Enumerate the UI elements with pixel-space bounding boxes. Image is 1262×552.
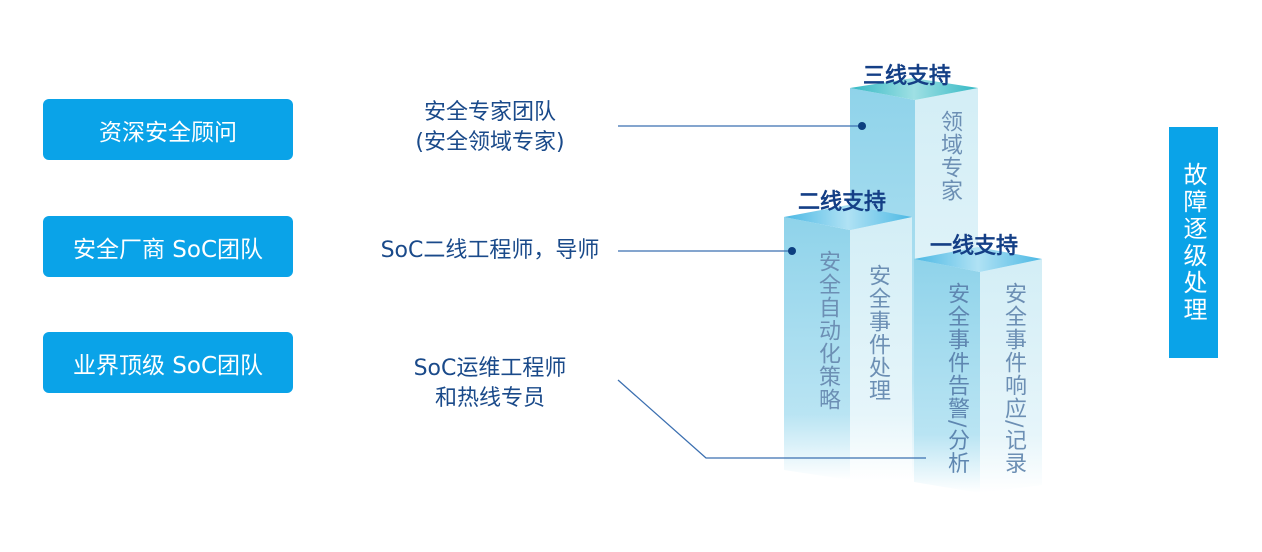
role-second-line: SoC二线工程师，导师: [360, 236, 620, 266]
tier-first-left: 安全事件告警/分析: [944, 282, 969, 475]
tier-second-right: 安全事件处理: [865, 264, 890, 402]
tier-third-right: 领域专家: [937, 110, 962, 202]
tier-first-right: 安全事件响应/记录: [1001, 282, 1026, 475]
role-line: (安全领域专家): [415, 130, 565, 155]
team-senior-consultant: 资深安全顾问: [43, 99, 293, 160]
role-expert-team: 安全专家团队 (安全领域专家): [380, 98, 600, 158]
role-line: SoC运维工程师: [413, 356, 567, 381]
tier-third-title: 三线支持: [863, 64, 952, 89]
escalation-label: 故障逐级处理: [1169, 127, 1218, 358]
team-top-soc: 业界顶级 SoC团队: [43, 332, 293, 393]
role-ops: SoC运维工程师 和热线专员: [380, 354, 600, 414]
tier-second-left: 安全自动化策略: [815, 250, 840, 411]
role-line: 和热线专员: [434, 386, 545, 411]
pillar-second: [784, 205, 912, 480]
role-line: SoC二线工程师，导师: [380, 238, 600, 263]
tier-first-title: 一线支持: [930, 234, 1019, 259]
connector-lines: [617, 125, 926, 459]
tier-second-title: 二线支持: [798, 190, 887, 215]
connector-dot: [858, 122, 866, 130]
role-line: 安全专家团队: [423, 100, 556, 125]
connector-dot: [788, 247, 796, 255]
team-vendor-soc: 安全厂商 SoC团队: [43, 216, 293, 277]
pillar-first: [914, 247, 1042, 493]
